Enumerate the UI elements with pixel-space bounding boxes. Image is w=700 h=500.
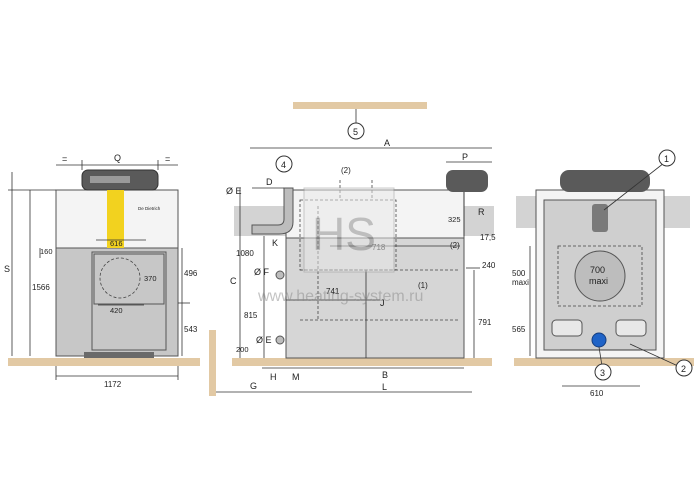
side-dim-200: 200 xyxy=(236,345,249,354)
side-control-box xyxy=(446,170,488,192)
rear-dim-maxi: maxi xyxy=(589,276,608,286)
front-brand-label: De Dietrich xyxy=(138,206,161,211)
front-dim-420: 420 xyxy=(110,306,123,315)
side-dim-L: L xyxy=(382,382,387,392)
rear-handle xyxy=(592,204,608,232)
rear-callout-2 xyxy=(675,359,693,377)
front-eq-right: = xyxy=(165,154,170,164)
side-dim-E-top: Ø E xyxy=(226,186,242,196)
front-upper-door xyxy=(93,253,165,305)
front-control-display xyxy=(90,176,130,183)
front-burner-opening xyxy=(99,257,141,299)
side-floor xyxy=(232,358,492,366)
watermark-url: www.heating-system.ru xyxy=(257,288,423,305)
watermark-logo-box xyxy=(303,187,395,273)
rear-dim-700: 700 xyxy=(590,265,605,275)
rear-view: 700 maxi 500 maxi 565 610 1 2 3 xyxy=(512,149,694,398)
front-dim-370: 370 xyxy=(144,274,157,283)
front-dim-160: 160 xyxy=(40,247,53,256)
front-dim-496: 496 xyxy=(184,269,198,278)
front-floor xyxy=(8,358,200,366)
side-dim-G: G xyxy=(250,381,257,391)
front-dim-S: S xyxy=(4,264,10,274)
side-dim-791: 791 xyxy=(478,318,492,327)
side-dim-P: P xyxy=(462,152,468,162)
rear-dim-500-maxi: maxi xyxy=(512,278,529,287)
side-dim-1080: 1080 xyxy=(236,249,254,258)
side-dim-C: C xyxy=(230,276,237,286)
side-wall xyxy=(209,330,216,396)
watermark-logo: HS xyxy=(312,208,376,260)
side-dim-H: H xyxy=(270,372,277,382)
side-dim-paren2-right: (2) xyxy=(450,241,460,250)
front-dim-Q: Q xyxy=(114,153,121,163)
rear-dim-500: 500 xyxy=(512,269,526,278)
front-eq-left: = xyxy=(62,154,67,164)
side-flue-pipe xyxy=(251,187,294,235)
rear-blue-connection xyxy=(591,332,607,348)
side-callout-4 xyxy=(275,155,293,173)
rear-callout-3 xyxy=(594,363,612,381)
side-dim-240: 240 xyxy=(482,261,496,270)
rear-floor xyxy=(514,358,694,366)
front-view: De Dietrich = Q = S 1566 160 616 496 543… xyxy=(4,153,200,389)
front-yellow-flue xyxy=(107,190,124,248)
rear-flue-opening xyxy=(574,250,626,302)
front-dim-1172: 1172 xyxy=(104,380,122,389)
rear-dim-565: 565 xyxy=(512,325,526,334)
side-dim-K: K xyxy=(272,238,278,248)
side-callout-4-label: 4 xyxy=(281,160,286,170)
side-dim-M: M xyxy=(292,372,300,382)
side-dim-R: R xyxy=(478,207,485,217)
rear-callout-2-label: 2 xyxy=(681,364,686,374)
side-callout-5 xyxy=(347,122,365,140)
front-dim-616: 616 xyxy=(110,239,123,248)
rear-control-box xyxy=(560,170,650,192)
side-dim-paren1: (1) xyxy=(418,281,428,290)
side-dim-F: Ø F xyxy=(254,267,270,277)
front-dim-1566: 1566 xyxy=(32,283,50,292)
side-dim-741: 741 xyxy=(326,287,340,296)
rear-callout-1 xyxy=(658,149,676,167)
side-dim-paren2-top: (2) xyxy=(341,166,351,175)
side-ceiling xyxy=(293,102,427,109)
rear-dim-610: 610 xyxy=(590,389,604,398)
side-dim-17-5: 17,5 xyxy=(480,233,496,242)
rear-callout-3-label: 3 xyxy=(600,368,605,378)
watermark: HS www.heating-system.ru xyxy=(257,187,423,305)
side-dim-J: J xyxy=(380,298,385,308)
side-callout-5-label: 5 xyxy=(353,127,358,137)
front-lower-casing xyxy=(55,247,179,357)
side-dim-E-bottom: Ø E xyxy=(256,335,272,345)
side-dim-B: B xyxy=(382,370,388,380)
front-dim-543: 543 xyxy=(184,325,198,334)
side-dim-A: A xyxy=(384,138,390,148)
side-dim-D: D xyxy=(266,177,273,187)
front-door-frame xyxy=(91,251,167,351)
side-dim-815: 815 xyxy=(244,311,258,320)
side-dim-325: 325 xyxy=(448,215,461,224)
front-plinth xyxy=(84,352,154,358)
rear-callout-1-label: 1 xyxy=(664,154,669,164)
